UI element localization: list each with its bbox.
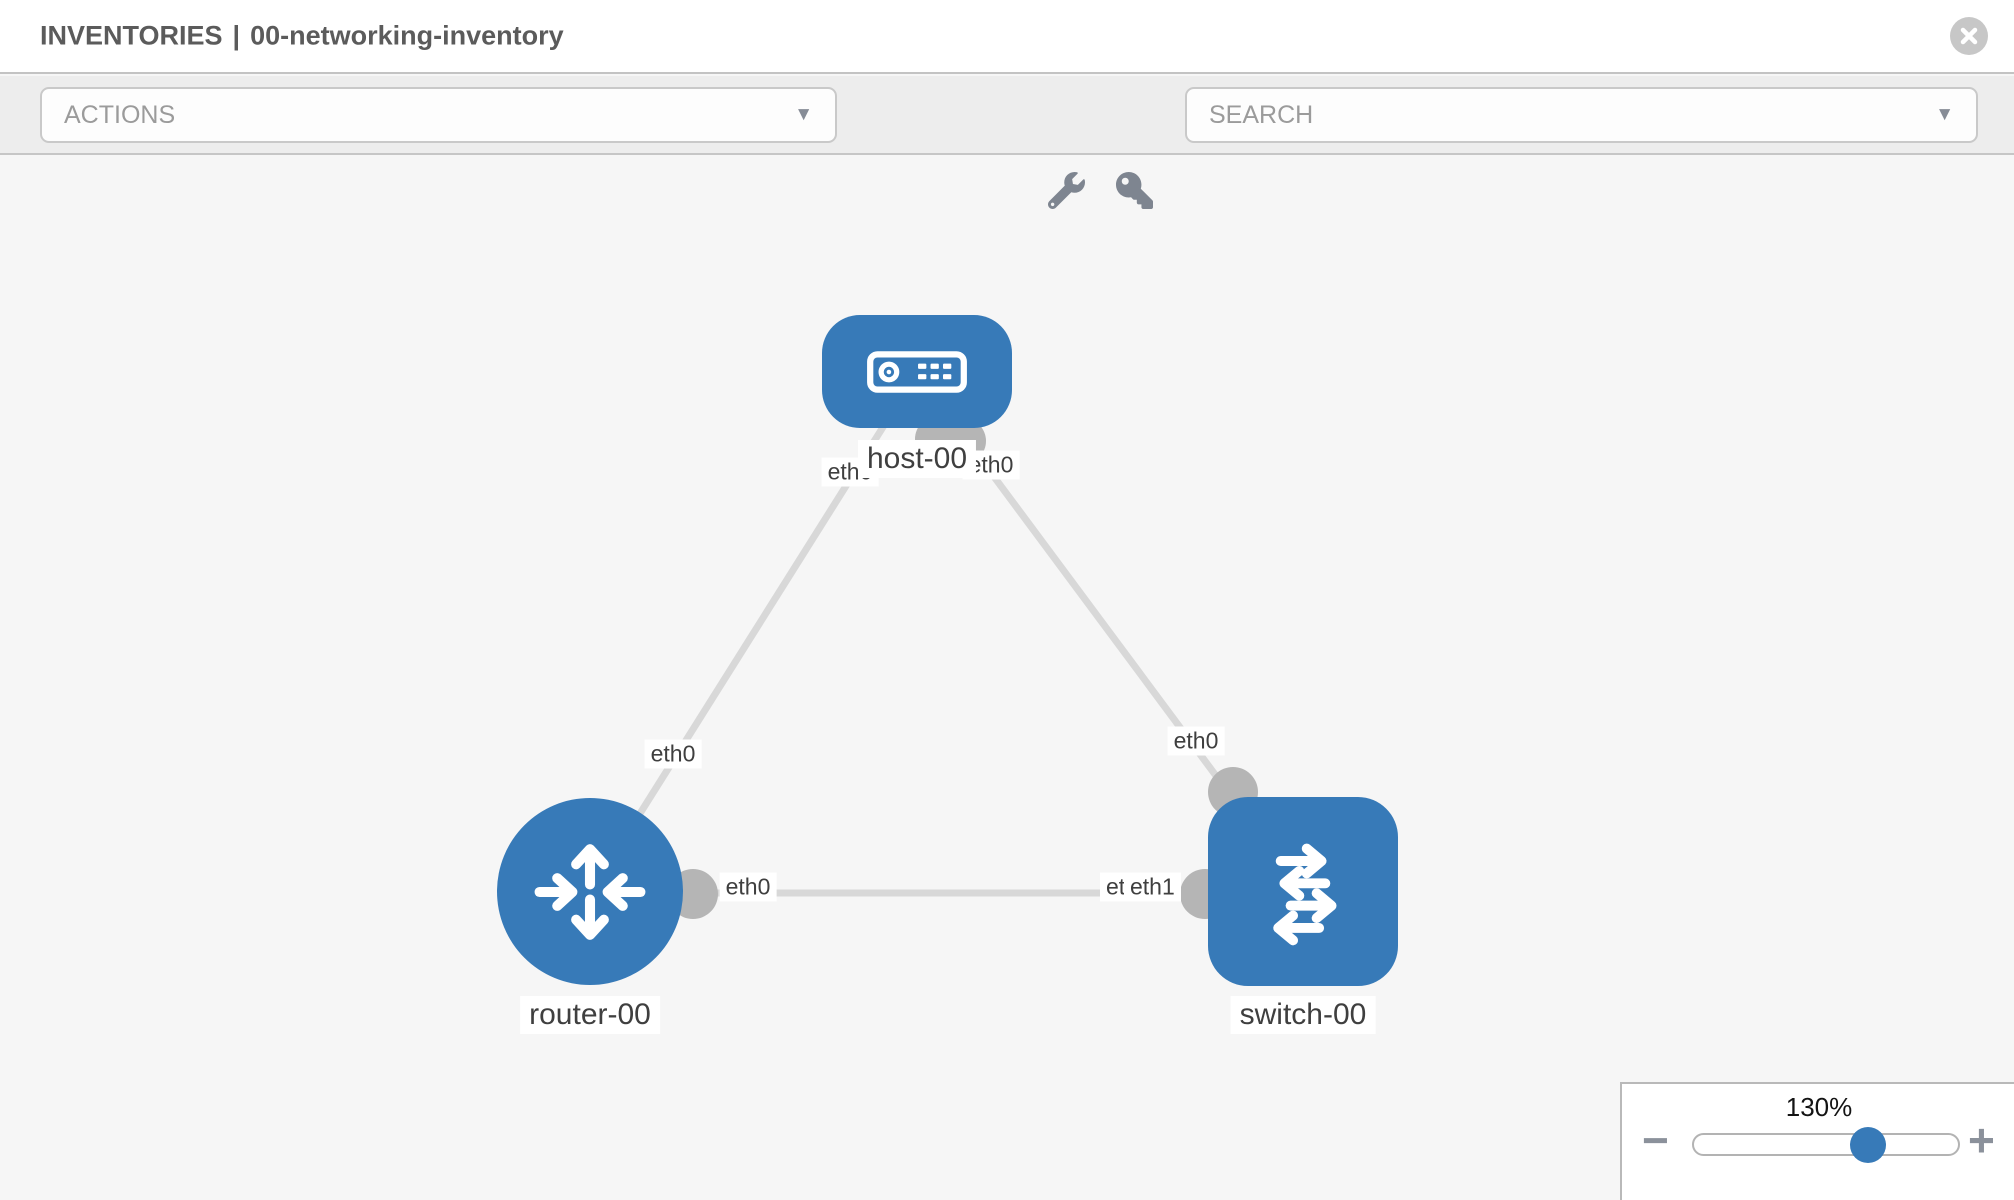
- node-router-00[interactable]: [497, 798, 683, 985]
- actions-dropdown-label: ACTIONS: [64, 100, 176, 129]
- node-switch-00[interactable]: [1208, 797, 1398, 986]
- links-layer: [587, 370, 1306, 919]
- inventory-name: 00-networking-inventory: [250, 20, 564, 51]
- chevron-down-icon: ▼: [794, 104, 813, 125]
- zoom-slider-thumb[interactable]: [1850, 1127, 1886, 1163]
- close-icon: [1960, 27, 1978, 45]
- node-label-router-00[interactable]: router-00: [520, 996, 660, 1034]
- breadcrumb-section: INVENTORIES: [40, 20, 223, 51]
- node-label-switch-00[interactable]: switch-00: [1230, 996, 1376, 1034]
- zoom-slider[interactable]: [1692, 1127, 1960, 1163]
- host-icon: [867, 350, 967, 393]
- search-placeholder: SEARCH: [1209, 100, 1314, 129]
- configure-button[interactable]: [1047, 172, 1085, 210]
- zoom-level: 130%: [1785, 1092, 1853, 1122]
- interface-label-host-right: eth0: [962, 450, 1020, 480]
- breadcrumb: INVENTORIES | 00-networking-inventory: [40, 21, 564, 52]
- key-icon: [1116, 172, 1153, 209]
- interface-label-router-right: eth0: [719, 872, 777, 902]
- actions-dropdown[interactable]: ACTIONS ▼: [40, 87, 837, 143]
- wrench-icon: [1047, 172, 1085, 210]
- interface-label-switch-left-front: eth1: [1124, 872, 1181, 902]
- search-dropdown[interactable]: SEARCH ▼: [1185, 87, 1978, 143]
- header: INVENTORIES | 00-networking-inventory: [0, 0, 2014, 74]
- interface-label-host-router: eth0: [644, 739, 702, 769]
- zoom-in-button[interactable]: +: [1968, 1114, 1995, 1166]
- node-label-host-00[interactable]: host-00: [857, 440, 977, 478]
- router-icon: [534, 843, 646, 940]
- credentials-button[interactable]: [1116, 172, 1153, 209]
- chevron-down-icon: ▼: [1935, 104, 1954, 125]
- toolbar: ACTIONS ▼ SEARCH ▼: [0, 76, 2014, 210]
- topology-canvas[interactable]: host-00 router-00 switch-00 eth0 eth0 et…: [0, 157, 2014, 1200]
- switch-icon: [1273, 843, 1337, 945]
- node-host-00[interactable]: [822, 315, 1012, 428]
- interface-label-host-switch: eth0: [1167, 726, 1225, 756]
- zoom-control-panel: 130% − +: [1620, 1082, 2014, 1200]
- breadcrumb-separator: |: [232, 20, 241, 51]
- close-button[interactable]: [1950, 17, 1988, 55]
- zoom-out-button[interactable]: −: [1642, 1114, 1669, 1166]
